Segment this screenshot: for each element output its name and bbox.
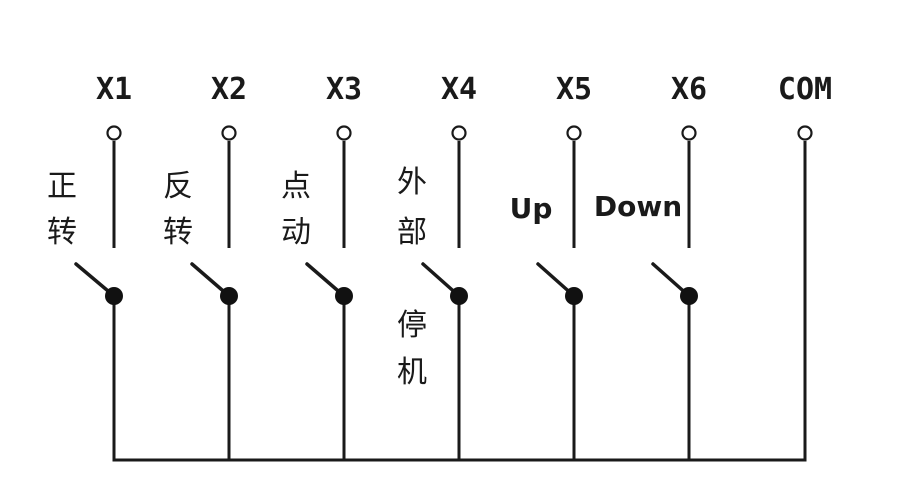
terminal-open-circle-icon [797, 125, 813, 141]
function-label-x3-line2: 动 [281, 215, 311, 250]
function-label-x6: Down [594, 190, 682, 223]
switch-x3 [305, 125, 353, 461]
terminal-open-circle-icon [221, 125, 237, 141]
terminal-label-com: COM [778, 72, 832, 107]
terminal-label-x1: X1 [96, 72, 132, 107]
terminal-open-circle-icon [451, 125, 467, 141]
function-label-x3-line1: 点 [281, 169, 311, 204]
switch-pivot-dot-icon [220, 287, 238, 305]
function-label-x4-line3: 停 [397, 308, 427, 343]
terminal-open-circle-icon [566, 125, 582, 141]
function-label-x5: Up [510, 192, 553, 225]
function-label-x1-line2: 转 [47, 215, 77, 250]
switch-x2 [190, 125, 238, 461]
switch-x4 [421, 125, 468, 461]
terminal-com [797, 125, 813, 461]
terminal-label-x6: X6 [671, 72, 707, 107]
terminal-label-x3: X3 [326, 72, 362, 107]
terminal-open-circle-icon [336, 125, 352, 141]
function-label-x4-line1: 外 [397, 165, 427, 200]
function-label-x4-line4: 机 [397, 355, 427, 390]
switch-x6 [651, 125, 698, 461]
switch-x5 [536, 125, 583, 461]
switch-x1 [74, 125, 123, 461]
switch-pivot-dot-icon [450, 287, 468, 305]
terminal-open-circle-icon [106, 125, 122, 141]
switch-pivot-dot-icon [105, 287, 123, 305]
terminal-label-x5: X5 [556, 72, 592, 107]
terminal-open-circle-icon [681, 125, 697, 141]
terminal-label-x4: X4 [441, 72, 477, 107]
terminal-label-x2: X2 [211, 72, 247, 107]
switch-pivot-dot-icon [565, 287, 583, 305]
function-label-x2-line2: 转 [163, 215, 193, 250]
function-label-x2-line1: 反 [163, 169, 193, 204]
switch-pivot-dot-icon [335, 287, 353, 305]
switch-pivot-dot-icon [680, 287, 698, 305]
function-label-x4-line2: 部 [397, 215, 427, 250]
function-label-x1-line1: 正 [47, 169, 77, 204]
